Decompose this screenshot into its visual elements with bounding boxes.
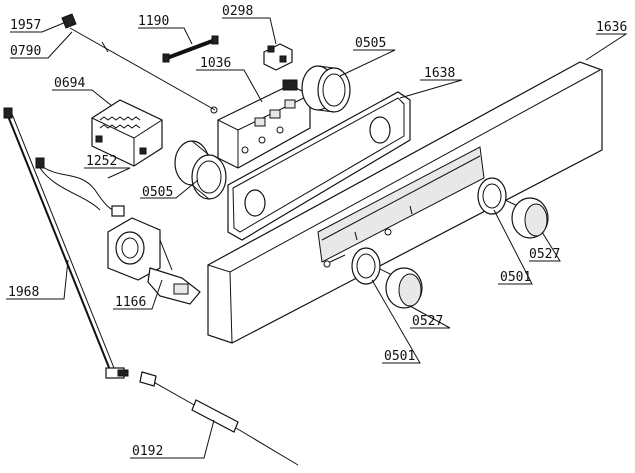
switch-block-0694 [91,99,163,167]
label-0790: 0790 [10,44,41,59]
label-0501-mid: 0501 [384,349,415,364]
label-0192: 0192 [132,444,163,459]
label-1957: 1957 [10,18,41,33]
probe-0192 [139,371,299,466]
ribbon-cable-1190 [162,35,219,63]
label-0527-mid: 0527 [412,314,443,329]
label-1166: 1166 [115,295,146,310]
rod-1968 [3,107,129,379]
knob-0527-right [477,177,549,239]
label-0501-right: 0501 [500,270,531,285]
motor-unit-1166 [107,217,201,305]
clip-1957 [61,13,77,29]
label-1638: 1638 [424,66,455,81]
connector-0298 [263,43,293,71]
part-labels: 1957 0790 1190 0298 0505 1636 0694 1036 … [8,4,627,459]
label-1036: 1036 [200,56,231,71]
knob-0527-mid [351,247,423,309]
leader-lines [6,17,628,459]
label-0298: 0298 [222,4,253,19]
label-1636: 1636 [596,20,627,35]
rod-0790 [69,27,218,114]
control-board-1036 [217,79,311,169]
front-panel-1636 [207,61,603,344]
knob-ring-0505-top [301,65,351,113]
label-1968: 1968 [8,285,39,300]
wire-harness-1252 [35,157,125,217]
label-0527-right: 0527 [529,247,560,262]
label-0694: 0694 [54,76,85,91]
label-1190: 1190 [138,14,169,29]
label-0505-left: 0505 [142,185,173,200]
label-0505-top: 0505 [355,36,386,51]
gasket-frame-1638 [227,91,411,241]
label-1252: 1252 [86,154,117,169]
